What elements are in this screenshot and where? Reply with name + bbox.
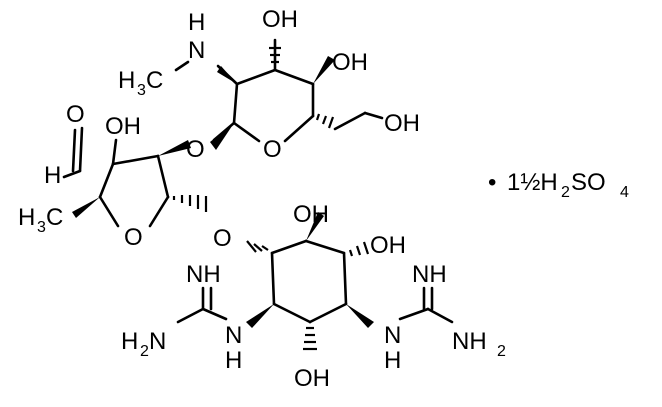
glucosamine-oh-top-label: OH [262,6,298,33]
streptidine-oh-bottom-label: OH [294,365,330,392]
streptose-methyl-sub-label: 3 [37,219,46,236]
hashed-bonds [172,46,370,351]
salt-prefix: 1½H [507,169,558,196]
left-guanidine-link-h-label: H [225,347,242,374]
left-guanidine-imine-label: NH [186,261,221,288]
right-guanidine-link-n-label: N [384,322,401,349]
glucosamine-glycosidic-oxygen-label: O [186,136,205,163]
salt-h-subscript: 2 [561,184,570,201]
left-guanidine-link-n-label: N [225,322,242,349]
streptose-oh-label: OH [105,113,141,140]
glucosamine-methyl-sub-label: 3 [137,82,146,99]
salt-so: SO [571,169,606,196]
streptidine-oh-right-label: OH [370,232,406,259]
glucosamine-oh-right-label: OH [332,49,368,76]
left-guanidine-amine-h-label: H [121,328,138,355]
glucosamine-methyl-h-label: H [118,67,135,94]
streptose-labels: O H OH O H 3 C O [18,101,232,252]
glucosamine-nh-h-label: H [188,9,205,36]
right-guanidine-amine-sub-label: 2 [497,343,506,360]
right-guanidine-imine-label: NH [412,261,447,288]
salt-bullet: • [488,169,496,196]
streptose-aldehyde-h-label: H [44,162,61,189]
streptose-methyl-h-label: H [18,204,35,231]
glucosamine-ch2oh-label: OH [384,110,420,137]
streptose-aldehyde-oxygen-label: O [66,101,85,128]
streptidine-labels: OH OH OH NH H 2 N N H NH NH 2 N H [121,201,506,392]
glucosamine-methyl-c-label: C [146,67,163,94]
streptidine-oh-top-label: OH [293,201,329,228]
left-guanidine-amine-sub-label: 2 [140,343,149,360]
right-guanidine-amine-label: NH [452,328,487,355]
glucosamine-labels: OH OH O OH N H H 3 C O [118,6,420,163]
streptose-methyl-c-label: C [46,204,63,231]
streptose-ring-oxygen-label: O [124,224,143,251]
right-guanidine-link-h-label: H [384,347,401,374]
streptose-glycosidic-oxygen-label: O [213,225,232,252]
left-guanidine-amine-n-label: N [149,328,166,355]
glucosamine-ring-oxygen-label: O [263,136,282,163]
sulfate-salt-label: • 1½H 2 SO 4 [488,169,629,201]
glucosamine-nh-n-label: N [188,37,205,64]
salt-o-subscript: 4 [620,184,629,201]
wedge-bonds [72,56,374,328]
